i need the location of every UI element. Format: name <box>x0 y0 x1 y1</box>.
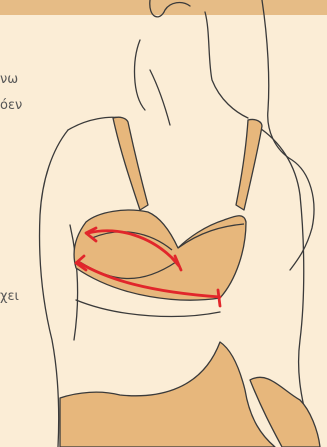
hair-outline <box>150 0 190 17</box>
hair-right <box>262 0 314 270</box>
arrow-band-tick <box>218 290 220 306</box>
bra-body <box>74 210 246 300</box>
shoulder-right <box>255 125 300 195</box>
skirt-left <box>60 342 275 447</box>
skirt-shape <box>60 342 320 447</box>
strap-right <box>236 119 262 210</box>
face-neck <box>150 12 248 125</box>
waist-line <box>76 300 220 316</box>
strap-left <box>113 117 148 210</box>
hair-left <box>135 40 145 110</box>
shoulder-left <box>68 117 120 130</box>
